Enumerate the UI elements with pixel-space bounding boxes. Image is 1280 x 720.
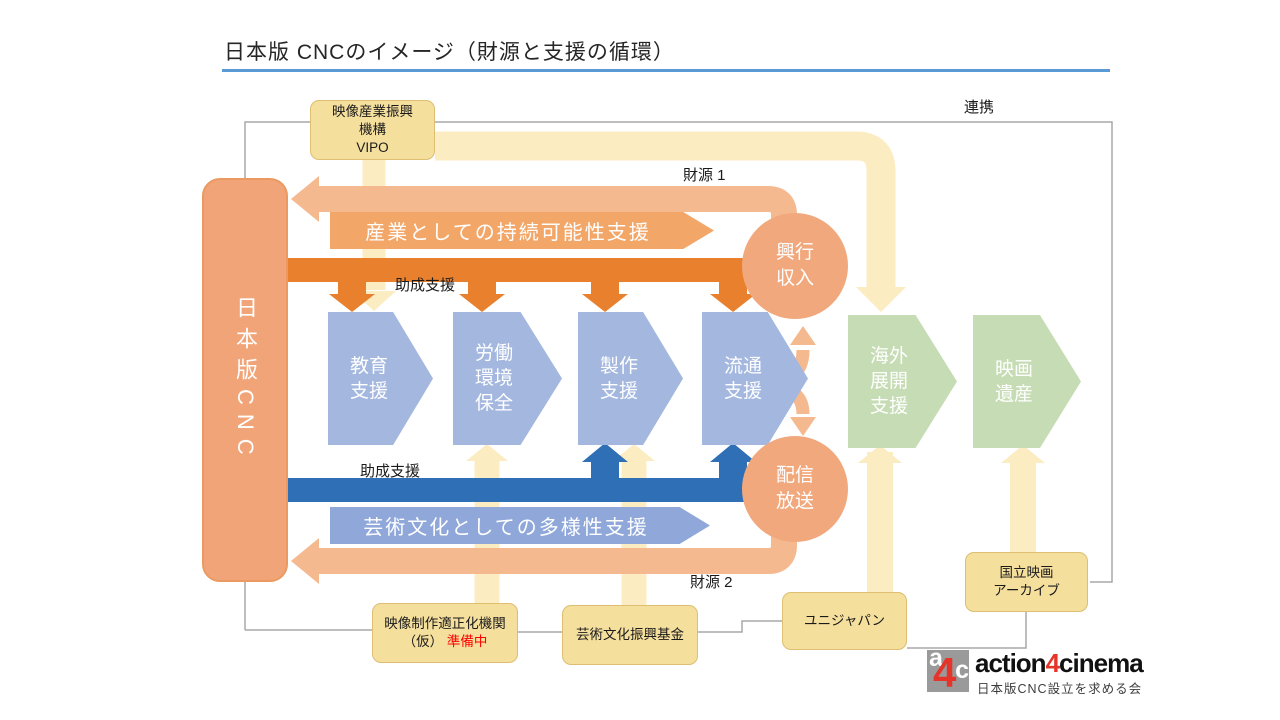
cream-arrowheads (352, 287, 1045, 463)
box-office-line1: 興行 (775, 242, 814, 263)
funding2-return-band (318, 528, 797, 574)
funding2-arrowhead (291, 538, 319, 584)
vipo-line1: 映像産業振興 (332, 103, 413, 119)
step-labor-line1: 労働 (475, 343, 514, 364)
unijapan-label: ユニジャパン (804, 612, 885, 628)
box-office-line2: 収入 (775, 268, 814, 289)
step-education-line2: 支援 (350, 380, 389, 402)
tekiseika-kari: （仮） (402, 634, 444, 649)
step-distribution-line2: 支援 (724, 380, 763, 402)
unijapan-box: ユニジャパン (782, 592, 907, 650)
tekiseika-status: 準備中 (446, 634, 488, 649)
tekiseika-line1: 映像制作適正化機関 (384, 615, 506, 631)
logo-tagline: 日本版CNC設立を求める会 (977, 682, 1143, 696)
action4cinema-logo: a c 4 action4cinema 日本版CNC設立を求める会 (925, 644, 1144, 706)
grant-support-bottom-label: 助成支援 (360, 463, 421, 480)
grant-band-culture (287, 461, 762, 502)
hook-up-arrowhead (790, 326, 816, 345)
cnc-box: 日本版CNC (202, 178, 288, 582)
revenue-return-arrowheads (291, 176, 816, 584)
title-underline (222, 69, 1110, 72)
logo-word-4: 4 (1045, 648, 1061, 678)
archive-line2: アーカイブ (993, 583, 1060, 598)
logo-mark: a c 4 (927, 644, 969, 696)
step-education-line1: 教育 (350, 355, 389, 377)
cooperation-label: 連携 (964, 99, 995, 116)
logo-mark-4: 4 (933, 649, 957, 696)
grant-band-industry (287, 258, 747, 296)
tekiseika-kikan-box: 映像制作適正化機関 （仮） 準備中 (372, 603, 518, 663)
tekiseika-up-arrowhead (466, 444, 508, 461)
geibun-up-arrowhead (613, 444, 655, 461)
grant-band-industry-arrowheads (329, 294, 756, 312)
step-heritage-line1: 映画 (995, 358, 1034, 380)
industry-sustainability-banner: 産業としての持続可能性支援 (330, 212, 714, 249)
step-overseas-line3: 支援 (870, 396, 909, 417)
vipo-overseas-band (435, 131, 896, 288)
tekiseika-line2: （仮） 準備中 (403, 633, 488, 651)
unijapan-up-arrowhead (858, 445, 902, 463)
step-production-line1: 製作 (600, 355, 639, 377)
funding1-label: 財源 1 (683, 167, 726, 184)
page-title: 日本版 CNCのイメージ（財源と支援の循環） (224, 41, 675, 64)
step-heritage-line2: 遺産 (995, 383, 1034, 405)
step-overseas-line1: 海外 (870, 346, 909, 367)
box-office-revenue-circle: 興行 収入 (742, 213, 848, 319)
cultural-diversity-banner: 芸術文化としての多様性支援 (330, 507, 710, 544)
hook-down-arrowhead (790, 417, 816, 436)
step-production-line2: 支援 (600, 380, 639, 402)
grant-band-culture-arrowheads (582, 443, 756, 462)
funding1-arrowhead (291, 176, 319, 222)
vipo-line2: 機構 (359, 121, 386, 137)
logo-mark-c: c (955, 656, 969, 684)
vipo-line3: VIPO (356, 140, 389, 156)
logo-word-cinema: cinema (1059, 648, 1144, 678)
step-labor-line2: 環境 (475, 368, 514, 389)
step-overseas-line2: 展開 (870, 371, 909, 392)
logo-mark-a: a (929, 644, 943, 672)
streaming-line2: 放送 (775, 491, 814, 512)
geibun-label: 芸術文化振興基金 (576, 626, 684, 642)
logo-wordmark: action4cinema (975, 648, 1144, 679)
geibun-fund-box: 芸術文化振興基金 (562, 605, 698, 665)
step-labor-line3: 保全 (475, 393, 514, 414)
streaming-broadcast-circle: 配信 放送 (742, 436, 848, 542)
step-distribution-line1: 流通 (724, 355, 763, 377)
streaming-line1: 配信 (775, 465, 814, 486)
vipo-box: 映像産業振興 機構 VIPO (310, 100, 435, 160)
national-film-archive-box: 国立映画 アーカイブ (965, 552, 1088, 612)
overseas-down-arrowhead (856, 287, 906, 312)
logo-word-action: action (975, 648, 1047, 678)
grant-support-top-label: 助成支援 (395, 277, 456, 294)
archive-up-arrowhead (1001, 445, 1045, 463)
funding2-label: 財源 2 (690, 574, 733, 591)
cnc-label: 日本版CNC (233, 296, 258, 464)
archive-line1: 国立映画 (999, 564, 1054, 580)
